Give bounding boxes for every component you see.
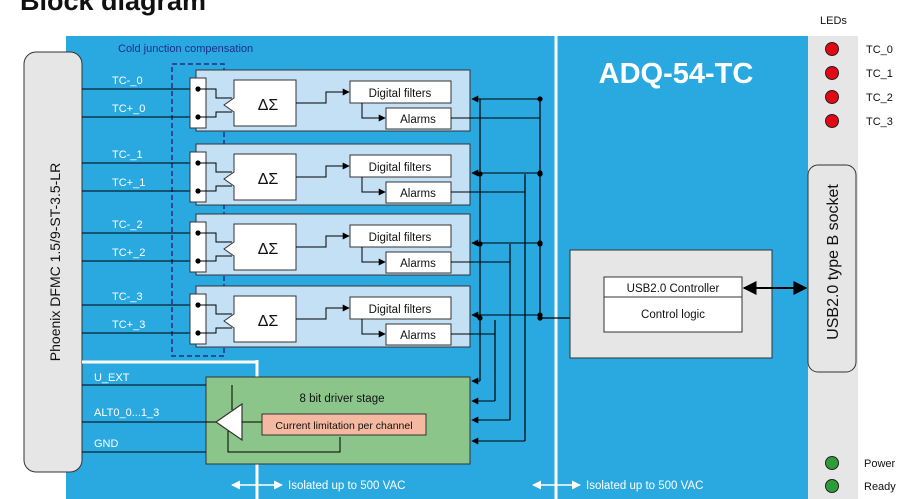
led-tc_3: [825, 114, 839, 128]
channel-neg-label: TC-_2: [112, 219, 143, 231]
channel-pos-label: TC+_1: [112, 177, 145, 189]
filters-box: [349, 224, 452, 248]
driver-title: 8 bit driver stage: [299, 393, 384, 405]
alarms-label: Alarms: [400, 114, 436, 126]
cjc-label: Cold junction compensation: [118, 43, 253, 55]
io-signal-alt: ALT0_0...1_3: [94, 407, 159, 419]
led-label: TC_2: [866, 92, 893, 104]
status-led-label: Power: [864, 458, 896, 470]
bus-junctions: [477, 171, 543, 321]
adc-label: ΔΣ: [258, 171, 279, 188]
terminal-block: [189, 151, 207, 203]
filters-box: [349, 80, 452, 104]
adc-label: ΔΣ: [258, 313, 279, 330]
controller-inner: [603, 276, 743, 333]
driver-wiring: [82, 377, 525, 453]
led-tc_2: [825, 90, 839, 104]
led-label: TC_3: [866, 116, 893, 128]
connector-label: Phoenix DFMC 1.5/9-ST-3.5-LR: [47, 163, 63, 361]
filters-box: [349, 154, 452, 178]
product-title: ADQ-54-TC: [599, 58, 754, 90]
terminal-block: [189, 221, 207, 273]
adc-block: [223, 295, 297, 343]
isolation-label-1: Isolated up to 500 VAC: [288, 480, 405, 492]
led-label: TC_0: [866, 44, 893, 56]
filters-box: [349, 296, 452, 320]
limit-box: [261, 413, 427, 436]
channel-neg-label: TC-_3: [112, 291, 143, 303]
io-signal-uext: U_EXT: [94, 372, 130, 384]
usb-socket-label: USB2.0 type B socket: [825, 184, 842, 340]
terminal-block: [189, 77, 207, 129]
io-signal-gnd: GND: [94, 438, 119, 450]
isolation-label-2: Isolated up to 500 VAC: [586, 480, 703, 492]
led-label: TC_1: [866, 68, 893, 80]
adc-block: [223, 153, 297, 201]
connector-block: [23, 51, 83, 473]
page-title: Block diagram: [20, 0, 207, 16]
led-tc_1: [825, 66, 839, 80]
channel-pos-label: TC+_0: [112, 103, 145, 115]
led-power: [825, 456, 839, 470]
alarms-label: Alarms: [400, 258, 436, 270]
terminal-block: [189, 293, 207, 345]
adc-block: [223, 223, 297, 271]
controller-title: USB2.0 Controller: [627, 283, 720, 295]
filters-label: Digital filters: [369, 232, 432, 244]
filters-label: Digital filters: [369, 162, 432, 174]
filters-label: Digital filters: [369, 88, 432, 100]
adc-label: ΔΣ: [258, 241, 279, 258]
adc-label: ΔΣ: [258, 97, 279, 114]
filters-label: Digital filters: [369, 304, 432, 316]
cjc-box: [171, 63, 225, 357]
channel-neg-label: TC-_0: [112, 75, 143, 87]
limit-label: Current limitation per channel: [275, 420, 412, 432]
channel-neg-label: TC-_1: [112, 149, 143, 161]
usb-socket: [807, 164, 857, 373]
leds-heading: LEDs: [820, 15, 847, 27]
channel-pos-label: TC+_3: [112, 319, 145, 331]
controller-subtitle: Control logic: [641, 309, 705, 321]
adc-block: [223, 79, 297, 127]
led-ready: [825, 479, 839, 493]
status-led-label: Ready: [864, 481, 896, 493]
bus-lines: [479, 98, 605, 441]
channel-pos-label: TC+_2: [112, 247, 145, 259]
alarms-label: Alarms: [400, 330, 436, 342]
led-tc_0: [825, 42, 839, 56]
alarms-label: Alarms: [400, 188, 436, 200]
